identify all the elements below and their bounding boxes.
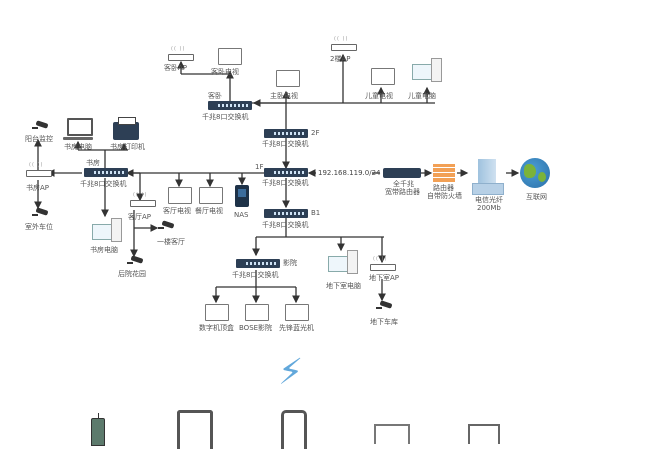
frame-icon: [468, 424, 500, 444]
garage-camera-icon: [376, 302, 392, 310]
label-study-room: 书房: [86, 159, 100, 167]
label-basement-cam: 地下车库: [370, 318, 398, 326]
switch-basement: [236, 259, 280, 268]
label-study-laptop: 书房电脑: [64, 143, 92, 151]
label-basement-room: 影院: [283, 259, 297, 267]
label-cam-hall: 一楼客厅: [157, 238, 185, 246]
label-dev3: 先锋蓝光机: [279, 324, 314, 332]
label-basement-pc: 地下室电脑: [326, 282, 361, 290]
kids-tv-icon: [371, 68, 395, 85]
old-phone-icon: [91, 413, 105, 446]
switch-2f: [264, 129, 308, 138]
nas-icon: [235, 185, 249, 207]
study-laptop-icon: [63, 118, 93, 140]
study-printer-icon: [113, 117, 139, 140]
label-living-tv: 客厅电视: [163, 207, 191, 215]
label-cam-garden: 后院花园: [118, 270, 146, 278]
label-basement-ap: 地下室AP: [369, 274, 400, 282]
guest-tv-icon: [218, 48, 242, 65]
smartphone-icon: [281, 410, 307, 449]
label-isp-2: 200Mb: [477, 204, 501, 212]
settop-box-icon: [205, 304, 229, 321]
label-switch-b1: 千兆8口交换机: [262, 221, 309, 229]
label-dev2: BOSE影院: [239, 324, 273, 332]
basement-pc-icon: [328, 250, 358, 274]
basement-ap-icon: [370, 256, 396, 271]
label-master-tv: 主卧电视: [270, 92, 298, 100]
switch-b1: [264, 209, 308, 218]
label-1f: 1F: [255, 163, 264, 171]
label-guest-room: 客卧: [208, 92, 222, 100]
label-firewall-2: 自带防火墙: [427, 192, 462, 200]
study-ap-icon: [26, 162, 52, 177]
label-firewall-1: 路由器: [433, 184, 454, 192]
label-guest-tv: 客卧电视: [211, 68, 239, 76]
label-kids-tv: 儿童电视: [365, 92, 393, 100]
label-dining-tv: 餐厅电视: [195, 207, 223, 215]
label-cam-parking: 室外车位: [25, 223, 53, 231]
switch-study: [84, 168, 128, 177]
garden-camera-icon: [127, 257, 143, 265]
label-switch-2f: 千兆8口交换机: [262, 140, 309, 148]
balcony-camera-icon: [32, 122, 48, 130]
label-b1: B1: [311, 209, 321, 217]
label-isp-1: 电信光纤: [475, 196, 503, 204]
label-switch-study: 千兆8口交换机: [80, 180, 127, 188]
bose-theater-icon: [245, 304, 269, 321]
isp-building-icon: [472, 155, 504, 195]
wireless-bolt-icon: ⚡: [278, 352, 304, 393]
guest-ap-icon: [168, 46, 194, 61]
study-pc-icon: [92, 218, 122, 242]
label-router-2: 宽带路由器: [385, 188, 420, 196]
label-switch-1f: 千兆8口交换机: [262, 179, 309, 187]
bluray-player-icon: [285, 304, 309, 321]
2f-ap-icon: [331, 36, 357, 51]
parking-camera-icon: [32, 209, 48, 217]
label-switch-guest: 千兆8口交换机: [202, 113, 249, 121]
hall-camera-icon: [158, 222, 174, 230]
label-kids-pc: 儿童电脑: [408, 92, 436, 100]
label-internet: 互联网: [526, 193, 547, 201]
firewall-icon: [433, 164, 455, 182]
label-switch-basement: 千兆8口交换机: [232, 271, 279, 279]
label-dev1: 数字机顶盒: [199, 324, 234, 332]
label-2f-ap: 2楼AP: [330, 55, 351, 63]
monitor-icon: [374, 424, 410, 444]
router-icon: [383, 168, 421, 178]
internet-globe-icon: [520, 158, 550, 188]
switch-guest-bedroom: [208, 101, 252, 110]
living-tv-icon: [168, 187, 192, 204]
living-ap-icon: [130, 192, 156, 207]
tablet-icon: [177, 410, 213, 449]
dining-tv-icon: [199, 187, 223, 204]
label-study-pc: 书房电脑: [90, 246, 118, 254]
label-study-ap: 书房AP: [26, 184, 50, 192]
label-guest-ap: 客卧AP: [164, 64, 188, 72]
master-tv-icon: [276, 70, 300, 87]
kids-pc-icon: [412, 58, 442, 82]
label-subnet: 192.168.119.0/24: [318, 169, 381, 177]
switch-1f: [264, 168, 308, 177]
label-nas: NAS: [234, 211, 249, 219]
label-router-1: 全千兆: [393, 180, 414, 188]
label-2f: 2F: [311, 129, 320, 137]
label-study-printer: 书房打印机: [110, 143, 145, 151]
label-living-ap: 客厅AP: [128, 213, 152, 221]
label-cam-balcony: 阳台监控: [25, 135, 53, 143]
